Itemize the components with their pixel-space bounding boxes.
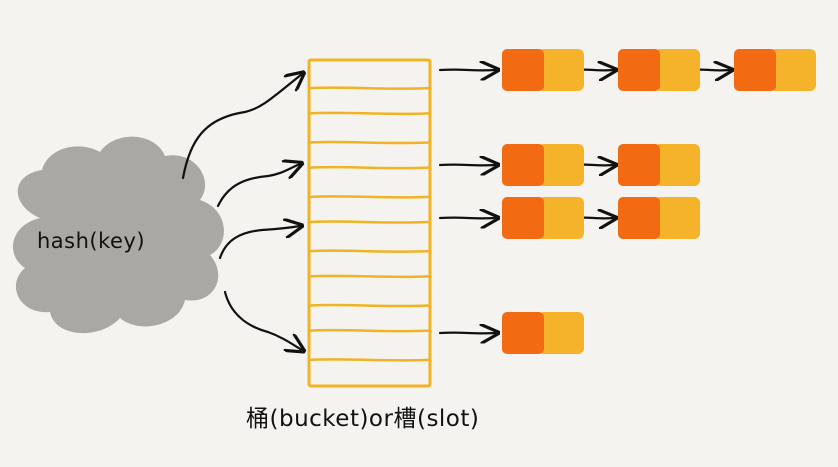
hash-key-label: hash(key) (37, 229, 145, 253)
node-next-pointer (654, 197, 700, 239)
hash-arrow-icon (216, 164, 300, 208)
node-key (734, 49, 776, 91)
hash-arrow-icon (181, 74, 302, 180)
slot-divider (309, 195, 430, 199)
pointer-arrow-icon (438, 165, 496, 166)
node-next-pointer (654, 144, 700, 186)
pointer-arrow-icon (438, 70, 496, 71)
bucket-caption: 桶(bucket)or槽(slot) (246, 406, 479, 432)
slot-divider (309, 358, 430, 362)
node-key (618, 49, 660, 91)
slot-lines (309, 86, 430, 362)
list-node (618, 197, 700, 239)
slot-divider (309, 274, 430, 279)
cloud-shape (13, 136, 224, 334)
slot-divider (309, 328, 430, 333)
list-node (502, 144, 584, 186)
list-node (734, 49, 816, 91)
list-node (618, 144, 700, 186)
slot-divider (309, 303, 430, 308)
list-node (502, 197, 584, 239)
slot-divider (309, 140, 430, 145)
slot-divider (309, 111, 430, 116)
hash-arrows (181, 74, 302, 350)
pointer-arrow-icon (438, 218, 496, 219)
slot-divider (309, 220, 430, 224)
list-node (502, 49, 584, 91)
list-node (618, 49, 700, 91)
node-next-pointer (770, 49, 816, 91)
node-key (502, 49, 544, 91)
list-node (502, 312, 584, 354)
node-key (502, 197, 544, 239)
bucket-array (307, 58, 432, 388)
node-next-pointer (538, 312, 584, 354)
bucket-array-outline (307, 58, 432, 388)
hash-arrow-icon (223, 290, 302, 350)
pointer-arrow-icon (438, 333, 496, 334)
hash-arrow-icon (218, 226, 300, 260)
node-next-pointer (538, 197, 584, 239)
node-next-pointer (654, 49, 700, 91)
node-key (502, 312, 544, 354)
node-key (618, 197, 660, 239)
node-key (502, 144, 544, 186)
slot-divider (309, 249, 430, 253)
slot-divider (309, 165, 430, 170)
hash-function-cloud: hash(key) (13, 136, 224, 334)
node-next-pointer (538, 49, 584, 91)
node-next-pointer (538, 144, 584, 186)
slot-divider (309, 86, 430, 90)
node-key (618, 144, 660, 186)
chain-nodes (502, 49, 816, 354)
